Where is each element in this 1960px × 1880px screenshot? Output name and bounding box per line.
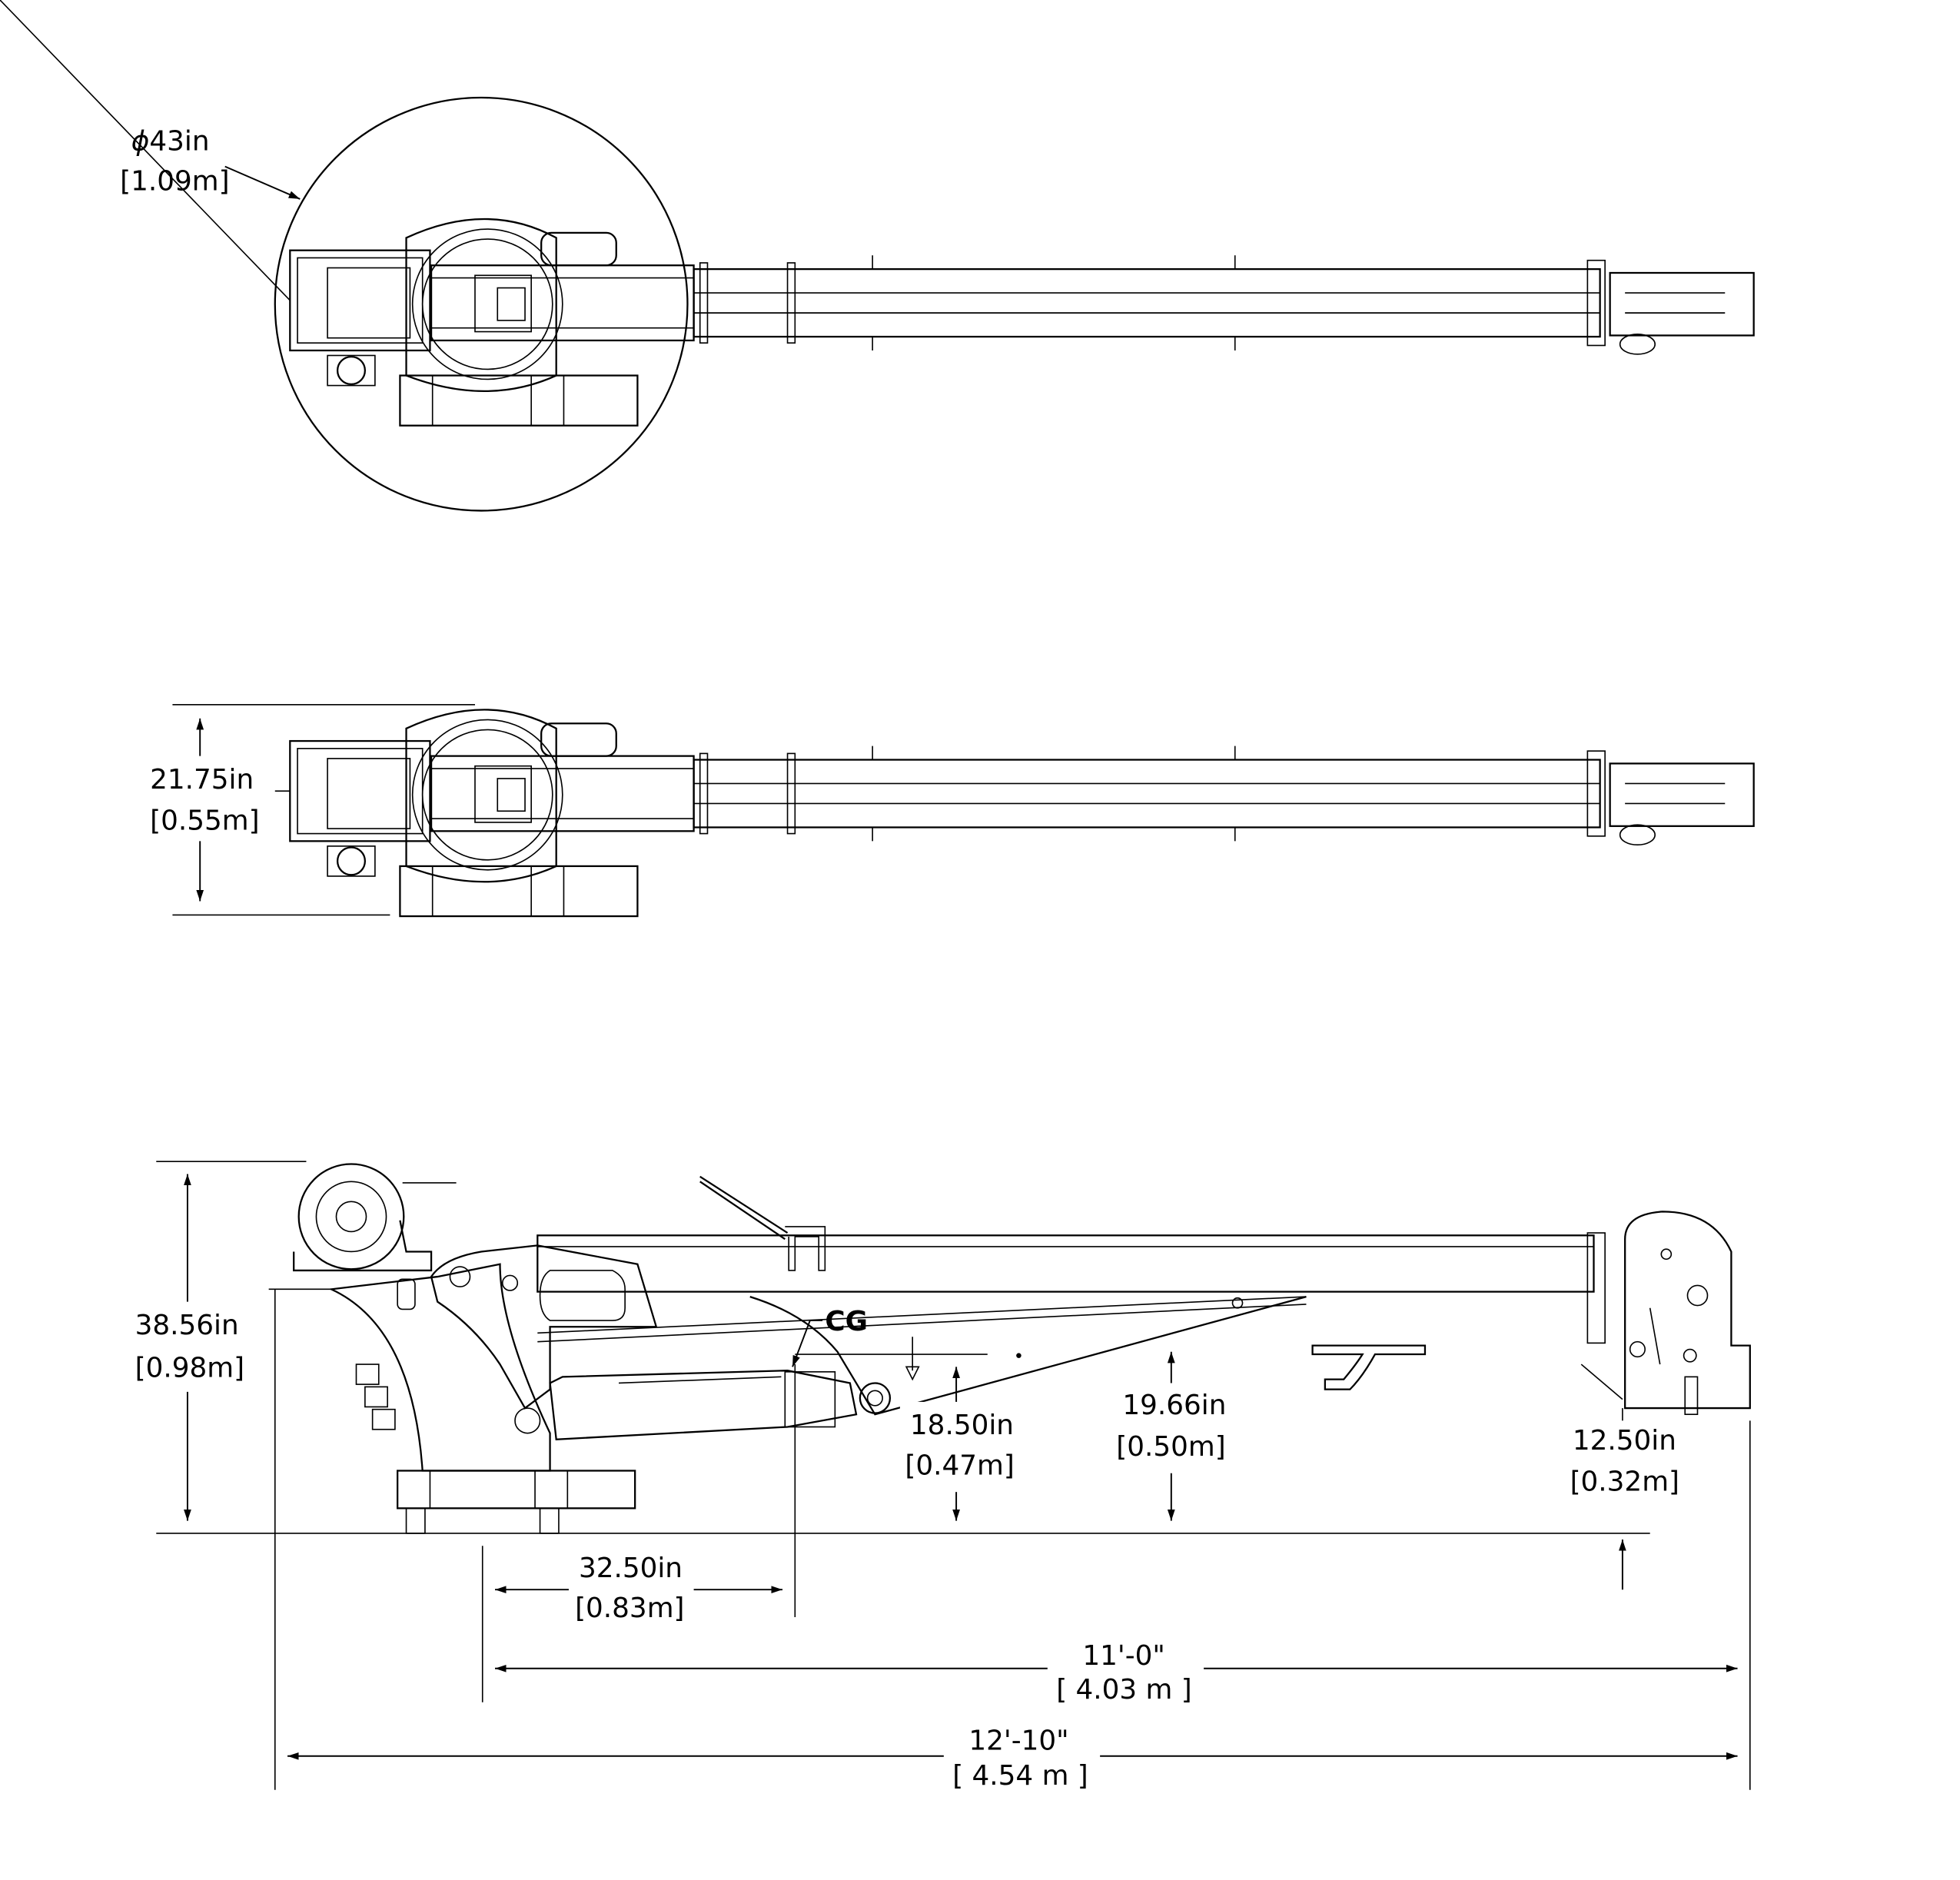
tip-height-value-in: 12.50in <box>1573 1425 1676 1457</box>
boom-height-value-in: 19.66in <box>1122 1390 1226 1421</box>
height-dimension: 38.56in [0.98m] <box>125 1161 307 1521</box>
boom-height-value-m: [0.50m] <box>1116 1431 1225 1463</box>
cg-height-value-m: [0.47m] <box>905 1450 1014 1481</box>
overall-length-dimension: 12'-10" [ 4.54 m ] <box>274 1289 1738 1794</box>
reach-value-m: [ 4.03 m ] <box>1056 1674 1192 1706</box>
cg-reach-value-in: 32.50in <box>579 1553 683 1584</box>
top-view-width <box>274 709 1755 918</box>
cg-label: CG <box>792 1306 988 1367</box>
cg-reach-dimension: 32.50in [0.83m] <box>481 1364 796 1702</box>
cg-text: CG <box>825 1306 868 1337</box>
tip-height-dimension: 12.50in [0.32m] <box>1570 1408 1679 1590</box>
hydraulic-cylinder <box>549 1370 858 1440</box>
diameter-value-in: ϕ43in <box>131 125 210 157</box>
reach-value: 11'-0" <box>1082 1640 1164 1672</box>
height-value-in: 38.56in <box>135 1310 239 1341</box>
width-value-m: [0.55m] <box>150 805 259 837</box>
overall-length-value: 12'-10" <box>968 1726 1068 1757</box>
overall-length-value-m: [ 4.54 m ] <box>952 1760 1088 1792</box>
outrigger-base <box>397 1470 636 1510</box>
width-value-in: 21.75in <box>150 764 254 796</box>
cg-reach-value-m: [0.83m] <box>575 1593 684 1624</box>
pivot-plate <box>430 1244 658 1410</box>
winch-drum <box>297 1163 405 1270</box>
boom <box>537 1234 1595 1293</box>
top-view-with-swing-circle <box>0 0 1755 512</box>
swing-diameter-circle <box>274 96 689 512</box>
tip-height-value-m: [0.32m] <box>1570 1466 1679 1498</box>
side-view <box>156 1163 1751 1534</box>
reach-dimension: 11'-0" [ 4.03 m ] <box>495 1420 1751 1790</box>
diameter-callout: ϕ43in [1.09m] <box>120 125 301 200</box>
boom-head <box>1624 1211 1751 1410</box>
boom-height-dimension: 19.66in [0.50m] <box>1112 1351 1238 1521</box>
height-value-m: [0.98m] <box>135 1352 244 1383</box>
width-dimension: 21.75in [0.55m] <box>137 704 475 916</box>
cg-height-value-in: 18.50in <box>910 1410 1014 1441</box>
cg-height-dimension: 18.50in [0.47m] <box>899 1367 1025 1521</box>
mast <box>327 1263 551 1472</box>
diameter-value-m: [1.09m] <box>120 166 229 198</box>
